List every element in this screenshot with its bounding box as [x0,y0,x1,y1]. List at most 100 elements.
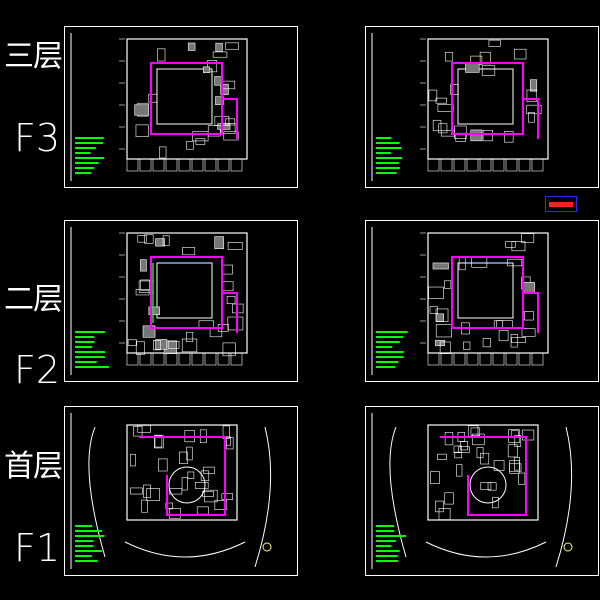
room [186,141,194,150]
room [142,325,156,338]
atrium [469,466,507,504]
room [505,241,516,248]
courtyard [457,68,514,125]
room [450,84,459,95]
room [510,334,518,348]
note-line [376,147,402,149]
room [444,431,454,446]
pipe-route [150,256,238,333]
room [482,338,491,348]
room [157,48,166,62]
room [521,233,535,243]
note-line [376,162,399,164]
floor-label-f2-code: F2 [14,348,61,392]
room [472,433,485,446]
room [154,435,164,449]
room [482,130,493,142]
bottom-room [152,158,165,172]
bottom-room [505,158,518,172]
room [179,451,188,464]
room [514,48,527,60]
room [437,104,454,112]
room [444,492,454,505]
room [509,463,522,472]
building-outline [126,424,238,521]
note-line [75,356,105,358]
site-curve [389,426,407,558]
room [146,488,160,501]
room [507,258,523,267]
room [144,234,154,244]
site-curve [254,426,272,568]
title-stamp [545,196,577,212]
room [204,489,218,503]
note-line [75,346,93,348]
room [159,146,167,159]
room [438,508,451,520]
room [181,477,188,491]
room [127,339,138,346]
room [493,460,505,471]
bottom-room [230,158,243,172]
room [223,131,239,141]
room [225,118,236,126]
drawing-sheet-f3-left [64,26,298,188]
note-line [75,147,96,149]
note-line [75,525,93,527]
room [488,39,501,47]
room [154,434,163,448]
room [511,337,526,343]
room [214,76,222,86]
bottom-room [178,352,191,366]
room [196,506,209,515]
room [432,262,449,270]
room [476,447,484,459]
room [195,138,206,145]
room [493,320,503,328]
room [430,471,440,484]
room [518,472,526,485]
room [214,236,224,250]
room [217,123,231,130]
room [453,445,462,453]
note-line [75,540,94,542]
room [480,482,492,490]
room [435,313,444,322]
site-curve [124,541,246,558]
floor-plan-f3-right [371,33,549,181]
bottom-room [165,158,178,172]
note-line [75,336,95,338]
room [226,295,236,305]
bottom-room [479,158,492,172]
note-line [75,142,103,144]
bottom-room [531,158,544,172]
note-line [75,162,99,164]
note-line [75,560,98,562]
room [487,482,497,491]
room [157,458,168,472]
room [187,471,195,479]
courtyard [457,262,514,319]
note-line [376,142,400,144]
room [168,488,183,495]
room [186,446,193,461]
room [428,89,438,102]
floor-label-f2-cn: 二层 [4,282,63,317]
pipe-route [451,62,539,139]
floor-plan-f2-right [371,227,549,375]
room [129,453,136,467]
room [167,341,180,349]
bottom-room [165,352,178,366]
room [439,341,451,354]
note-line [75,555,92,557]
note-line [376,366,396,368]
note-line [75,535,105,537]
room [504,131,514,143]
room [186,331,194,343]
room [227,242,243,250]
courtyard [156,262,213,319]
room [207,125,221,137]
room [221,264,233,275]
room [456,464,463,477]
bottom-room [204,352,217,366]
